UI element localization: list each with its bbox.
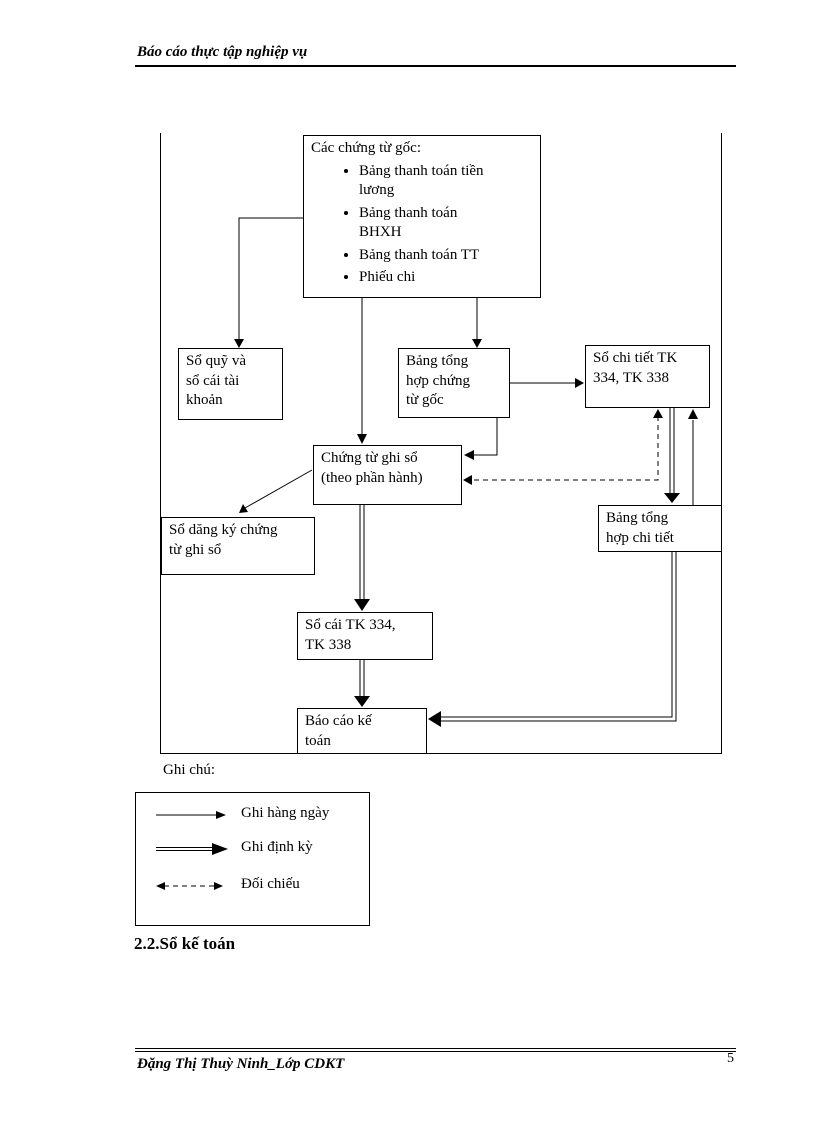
legend-label: Ghi định kỳ [241, 839, 313, 855]
legend-title: Ghi chú: [163, 762, 216, 778]
single-arrow-icon [156, 811, 226, 819]
box-journal-voucher: Chứng từ ghi sổ (theo phần hành) [313, 445, 462, 505]
footer-rule [135, 1048, 736, 1052]
legend-row-reconcile: Đối chiếu [136, 876, 369, 896]
page-number: 5 [727, 1051, 734, 1066]
footer-author: Đặng Thị Thuỳ Ninh_Lớp CDKT [137, 1056, 345, 1072]
box-cash-fund-book: Sổ quỹ và sổ cái tài khoản [178, 348, 283, 420]
list-item: Bảng thanh toán tiền lương [359, 162, 533, 201]
legend-label: Ghi hàng ngày [241, 805, 330, 821]
list-item: Bảng thanh toán TT [359, 246, 533, 266]
list-item: Bảng thanh toán BHXH [359, 204, 533, 243]
section-heading: 2.2.Sổ kế toán [134, 934, 236, 953]
box-label: Báo cáo kế toán [305, 713, 372, 749]
source-documents-list: Bảng thanh toán tiền lương Bảng thanh to… [311, 162, 533, 288]
legend-row-periodic: Ghi định kỳ [136, 839, 369, 859]
box-label: Sổ quỹ và sổ cái tài khoản [186, 353, 246, 408]
box-summary-source-vouchers: Bảng tổng hợp chứng từ gốc [398, 348, 510, 418]
box-detail-summary: Bảng tổng hợp chi tiết [598, 505, 722, 552]
legend-label: Đối chiếu [241, 876, 300, 892]
dashed-arrow-icon [156, 882, 223, 890]
list-item: Phiếu chi [359, 268, 533, 288]
box-voucher-register: Sổ dăng ký chứng từ ghi sổ [161, 517, 315, 575]
page-header: Báo cáo thực tập nghiệp vụ [137, 44, 308, 60]
legend-box: Ghi hàng ngày Ghi định kỳ Đối chiếu [135, 792, 370, 926]
box-source-documents: Các chứng từ gốc: Bảng thanh toán tiền l… [303, 135, 541, 298]
diagram-frame [160, 133, 722, 754]
box-label: Chứng từ ghi sổ (theo phần hành) [321, 450, 423, 486]
box-general-ledger: Sổ cái TK 334, TK 338 [297, 612, 433, 660]
legend-row-daily: Ghi hàng ngày [136, 805, 369, 825]
box-accounting-report: Báo cáo kế toán [297, 708, 427, 754]
box-label: Sổ dăng ký chứng từ ghi sổ [169, 522, 278, 558]
double-arrow-icon [156, 843, 228, 855]
box-label: Bảng tổng hợp chứng từ gốc [406, 353, 470, 408]
box-label: Bảng tổng hợp chi tiết [606, 510, 674, 546]
header-rule [135, 65, 736, 67]
source-documents-title: Các chứng từ gốc: [311, 140, 421, 156]
box-label: Sổ chi tiết TK 334, TK 338 [593, 350, 678, 386]
box-label: Sổ cái TK 334, TK 338 [305, 617, 396, 653]
box-detail-book: Sổ chi tiết TK 334, TK 338 [585, 345, 710, 408]
